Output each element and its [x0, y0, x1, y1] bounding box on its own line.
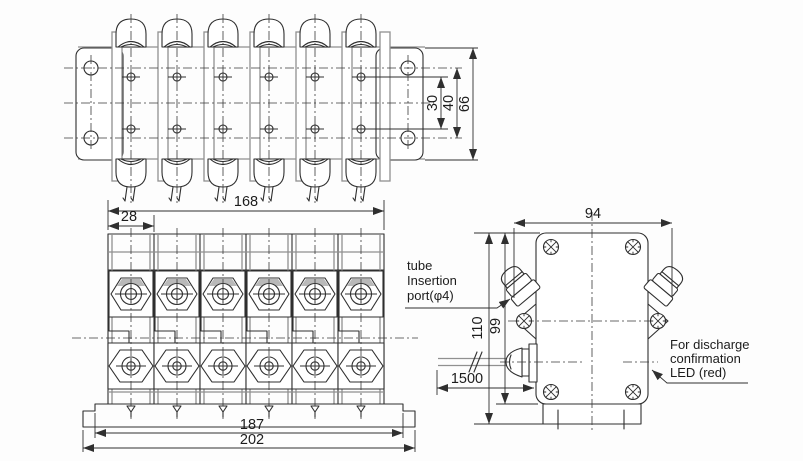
- dim-168-label: 168: [234, 194, 258, 210]
- cable-break-mark: [468, 351, 483, 373]
- dim-66-label: 66: [457, 96, 473, 112]
- led-label-line1: For discharge: [670, 337, 749, 352]
- module: [337, 227, 385, 420]
- tube-insertion-port-left: [494, 260, 542, 308]
- led-leader-arrow: [651, 369, 748, 384]
- led-annotation: For discharge confirmation LED (red): [651, 337, 749, 384]
- mounting-base: [82, 403, 416, 428]
- tube-port-label-line1: tube: [407, 258, 432, 273]
- tube-port-label-line3: port(φ4): [407, 288, 454, 303]
- dim-1500-label: 1500: [451, 371, 483, 387]
- view-top: 30 40 66: [64, 13, 478, 204]
- led-label-line3: LED (red): [670, 365, 726, 380]
- ear-screw-left: [515, 312, 533, 330]
- corner-screw: [624, 238, 642, 256]
- module: [291, 227, 339, 420]
- dim-40-label: 40: [441, 95, 457, 111]
- dim-28-label: 28: [121, 209, 137, 225]
- front-view-dimensions: 168 28 187 202: [82, 194, 416, 452]
- side-view-dimensions: 94 110 99 1500: [436, 206, 673, 425]
- module: [245, 227, 293, 420]
- corner-screw: [542, 383, 560, 401]
- tube-insertion-port-right: [642, 260, 690, 308]
- dim-110-label: 110: [470, 316, 486, 339]
- dim-94-label: 94: [585, 206, 601, 222]
- dim-99-label: 99: [488, 318, 504, 334]
- tube-port-label-line2: Insertion: [407, 273, 457, 288]
- module: [199, 227, 247, 420]
- dim-187-label: 187: [240, 417, 264, 433]
- corner-screw: [624, 383, 642, 401]
- module: [153, 227, 201, 420]
- corner-screw: [542, 238, 560, 256]
- view-front: 168 28 187 202: [72, 194, 418, 452]
- cable-gland: [438, 343, 538, 383]
- top-view-dimensions: 30 40 66: [367, 47, 478, 161]
- module: [107, 227, 155, 420]
- tube-port-annotation: tube Insertion port(φ4): [405, 258, 511, 309]
- ear-screw-right: [649, 312, 667, 330]
- dim-202-label: 202: [240, 432, 264, 448]
- view-side: 94 110 99 1500 tube Insertion port(φ4) F…: [405, 206, 749, 432]
- led-label-line2: confirmation: [670, 351, 741, 366]
- tube-port-leader-arrow: [405, 298, 511, 309]
- dim-30-label: 30: [425, 95, 441, 111]
- bracket-holes: [83, 55, 416, 151]
